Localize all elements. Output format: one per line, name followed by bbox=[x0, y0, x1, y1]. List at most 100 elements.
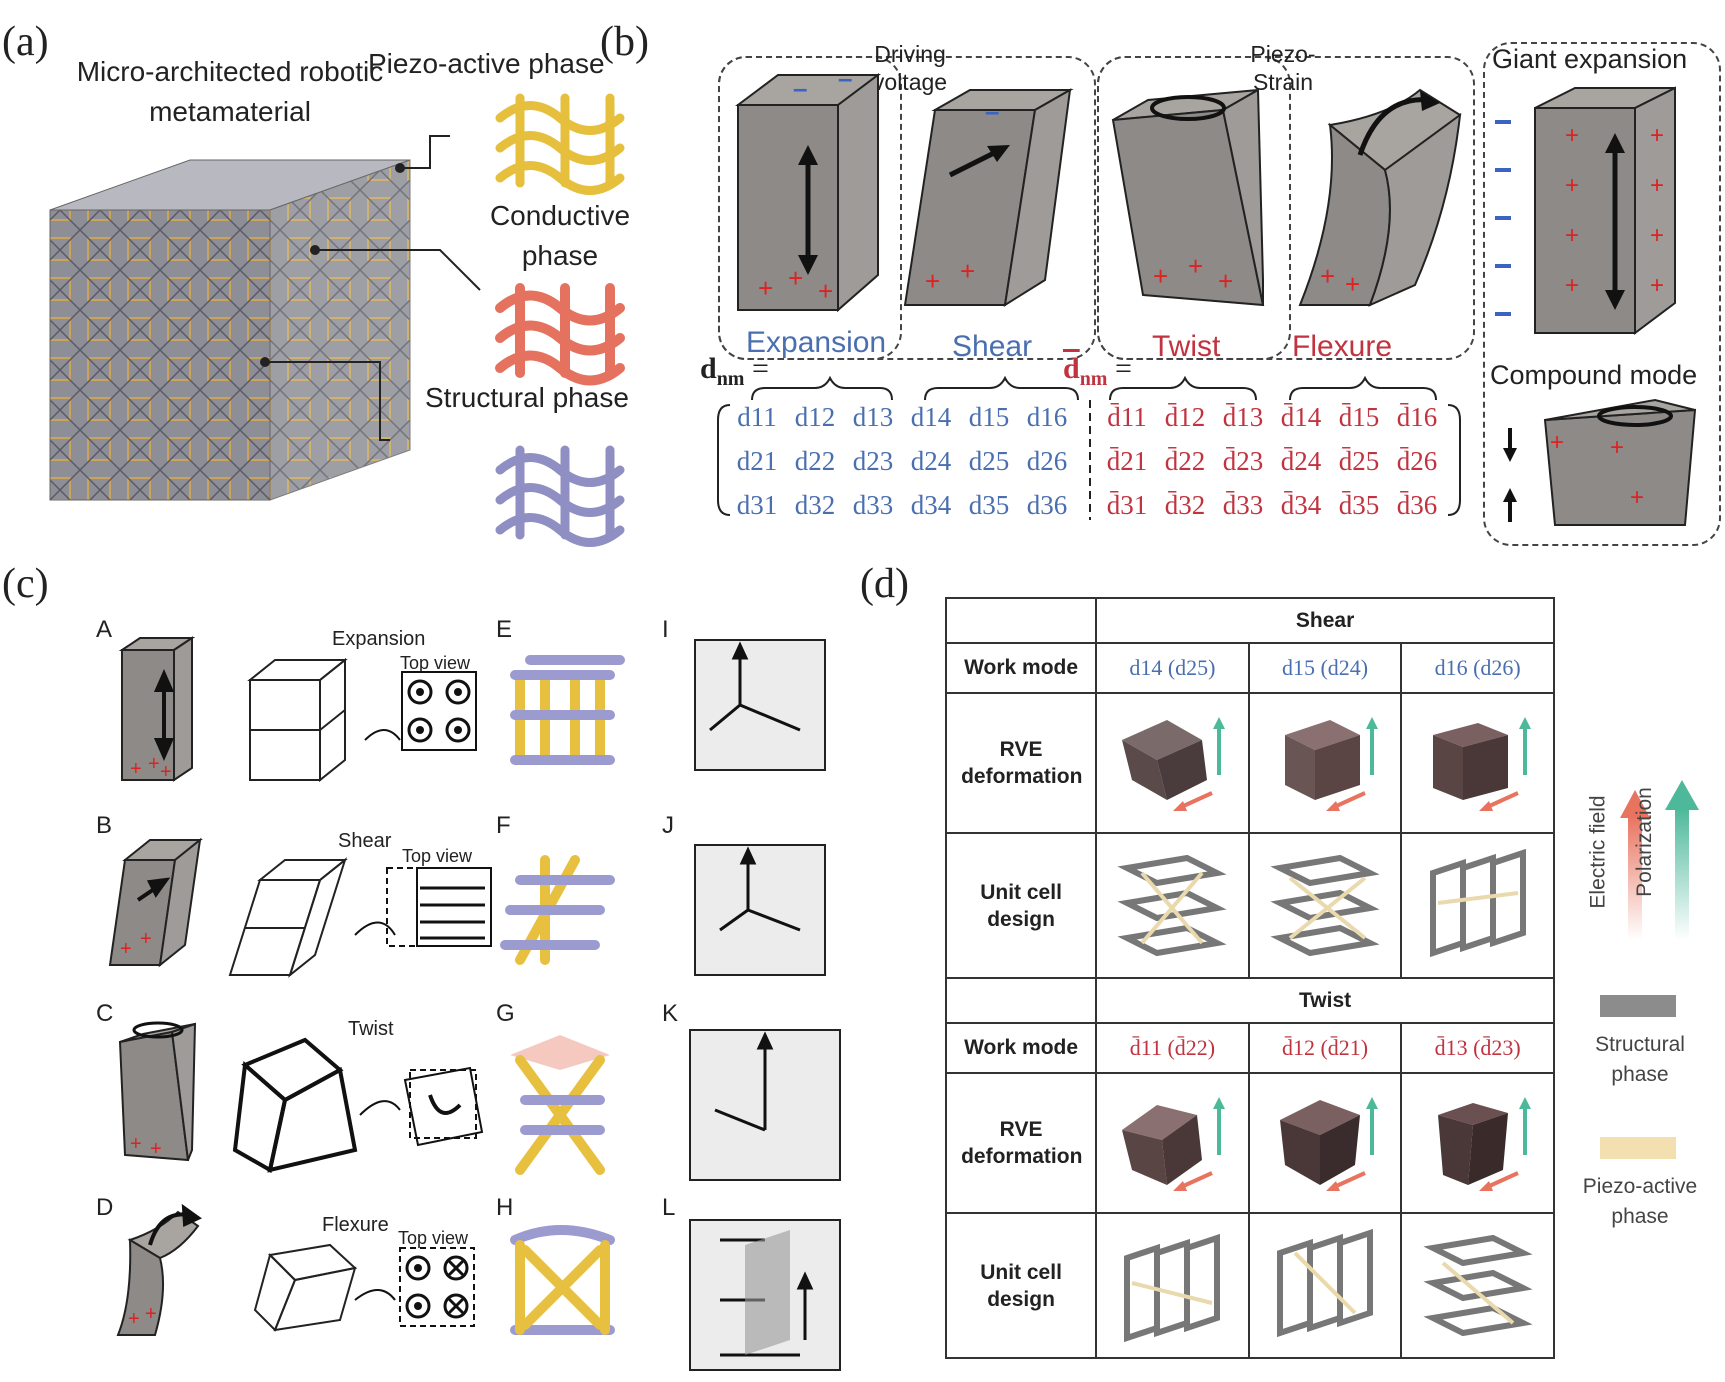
dnm-equals: = bbox=[751, 352, 769, 385]
empty-corner-cell-2 bbox=[944, 977, 1098, 1024]
expansion-block: –– +++ bbox=[735, 63, 881, 313]
efield-arrow-icon bbox=[1620, 790, 1650, 940]
structural-phase-label: Structural phase bbox=[425, 382, 629, 413]
polarization-label: Polarization bbox=[1632, 787, 1656, 897]
svg-text:+: + bbox=[130, 758, 142, 780]
d-bar-cell: d̄25 bbox=[1338, 446, 1380, 476]
svg-text:+: + bbox=[140, 928, 152, 950]
svg-text:+: + bbox=[1550, 429, 1564, 456]
top-view-label-d: Top view bbox=[398, 1228, 469, 1248]
rve-twist-1-img bbox=[1122, 1097, 1226, 1191]
svg-text:+: + bbox=[1650, 122, 1664, 149]
svg-text:+: + bbox=[120, 938, 132, 960]
mode-d15: d15 (d24) bbox=[1281, 655, 1369, 680]
svg-text:+: + bbox=[1565, 222, 1579, 249]
unit-cell-shear-3 bbox=[1400, 832, 1555, 979]
d-bar-cell: d̄13 bbox=[1222, 402, 1264, 432]
d-bar-cell: d̄16 bbox=[1396, 402, 1438, 432]
panel-label-c: (c) bbox=[2, 561, 49, 607]
work-mode-label: Work mode bbox=[964, 656, 1079, 679]
mode-d12-cell: d̄12 (d̄21) bbox=[1247, 1022, 1403, 1074]
svg-text:+: + bbox=[1650, 272, 1664, 299]
unit-cell-shear-3-img bbox=[1429, 848, 1526, 957]
giant-expansion-electrodes bbox=[1495, 120, 1511, 316]
svg-text:+: + bbox=[960, 256, 975, 286]
dnm-symbol: d bbox=[700, 352, 717, 385]
unit-cell-twist-1 bbox=[1095, 1212, 1250, 1359]
dnm-bar-equals: = bbox=[1114, 352, 1132, 385]
d-cell: d33 bbox=[852, 490, 894, 520]
dnm-subscript: nm bbox=[716, 368, 745, 390]
rve-label-cell: RVE deformation bbox=[944, 692, 1098, 834]
metamaterial-title: Micro-architected robotic metamaterial bbox=[76, 56, 384, 127]
d-cell: d31 bbox=[736, 490, 778, 520]
d-cell: d22 bbox=[794, 446, 836, 476]
unit-cell-twist-3-img bbox=[1423, 1234, 1533, 1336]
rve-shear-2-img bbox=[1285, 717, 1379, 811]
svg-text:+: + bbox=[1630, 484, 1644, 511]
rve-shear-1-img bbox=[1122, 717, 1226, 811]
expansion-box bbox=[718, 56, 902, 360]
d-bar-cell: d̄22 bbox=[1164, 446, 1206, 476]
unit-cell-shear-2-img bbox=[1270, 854, 1380, 956]
rve-label: RVE deformation bbox=[961, 738, 1083, 788]
giant-expansion-block: ++++++++ bbox=[1534, 86, 1676, 335]
giant-expansion-label: Giant expansion bbox=[1492, 44, 1688, 74]
svg-text:+: + bbox=[1565, 122, 1579, 149]
col-j-letter: J bbox=[662, 812, 674, 839]
col-i-letter: I bbox=[662, 616, 669, 643]
svg-text:+: + bbox=[128, 1308, 140, 1330]
structural-phase-icon bbox=[495, 445, 625, 547]
twist-mode-label: Twist bbox=[348, 1018, 394, 1040]
expansion-mode-label: Expansion bbox=[332, 628, 426, 650]
metamaterial-cube-illustration bbox=[49, 159, 411, 501]
unit-cell-twist-2-img bbox=[1277, 1228, 1374, 1337]
compound-mode-block: +++ bbox=[1503, 398, 1697, 526]
row-c-letter: C bbox=[96, 1000, 114, 1027]
col-e-letter: E bbox=[496, 616, 513, 643]
unit-cell-shear-2 bbox=[1247, 832, 1403, 979]
svg-text:+: + bbox=[160, 761, 172, 783]
rve-twist-2-img bbox=[1280, 1097, 1379, 1191]
piezo-legend-label: Piezo-active phase bbox=[1582, 1175, 1698, 1228]
rve-label-cell-2: RVE deformation bbox=[944, 1072, 1098, 1214]
d-bar-cell: d̄21 bbox=[1106, 446, 1148, 476]
svg-text:+: + bbox=[1188, 251, 1203, 281]
svg-text:+: + bbox=[1565, 172, 1579, 199]
rve-twist-1 bbox=[1095, 1072, 1250, 1214]
d-cell: d15 bbox=[968, 402, 1010, 432]
work-mode-label-2: Work mode bbox=[964, 1036, 1079, 1059]
svg-text:+: + bbox=[925, 266, 940, 296]
twist-header: Twist bbox=[1299, 988, 1352, 1012]
piezo-phase-icon bbox=[495, 93, 625, 195]
d-cell: d26 bbox=[1026, 446, 1068, 476]
svg-text:–: – bbox=[793, 73, 807, 103]
twist-header-cell: Twist bbox=[1095, 977, 1555, 1024]
svg-text:+: + bbox=[1650, 222, 1664, 249]
svg-text:–: – bbox=[838, 63, 852, 93]
d-bar-cell: d̄32 bbox=[1164, 490, 1206, 520]
d-bar-cell: d̄15 bbox=[1338, 402, 1380, 432]
svg-text:+: + bbox=[148, 753, 160, 775]
unit-cell-label-cell-2: Unit cell design bbox=[944, 1212, 1098, 1359]
piezo-phase-label: Piezo-active phase bbox=[368, 48, 605, 79]
row-d-letter: D bbox=[96, 1194, 114, 1221]
work-mode-table: Shear Work mode d14 (d25) d15 (d24) d16 … bbox=[944, 597, 1555, 1359]
d-bar-cell: d̄34 bbox=[1280, 490, 1322, 520]
polarization-arrow-icon bbox=[1665, 780, 1699, 940]
panel-label-b: (b) bbox=[600, 19, 649, 65]
unit-cell-label-cell: Unit cell design bbox=[944, 832, 1098, 979]
col-g-letter: G bbox=[496, 1000, 515, 1027]
unit-cell-label: Unit cell design bbox=[980, 880, 1062, 931]
mode-d12: d̄12 (d̄21) bbox=[1281, 1035, 1369, 1060]
rve-shear-3-img bbox=[1432, 717, 1531, 811]
piezo-swatch bbox=[1600, 1137, 1676, 1159]
mode-d13-cell: d̄13 (d̄23) bbox=[1400, 1022, 1555, 1074]
svg-text:+: + bbox=[1153, 261, 1168, 291]
mode-d13: d̄13 (d̄23) bbox=[1434, 1035, 1521, 1060]
col-k-letter: K bbox=[662, 1000, 679, 1027]
shear-header-cell: Shear bbox=[1095, 597, 1555, 644]
shear-label: Shear bbox=[952, 330, 1033, 363]
